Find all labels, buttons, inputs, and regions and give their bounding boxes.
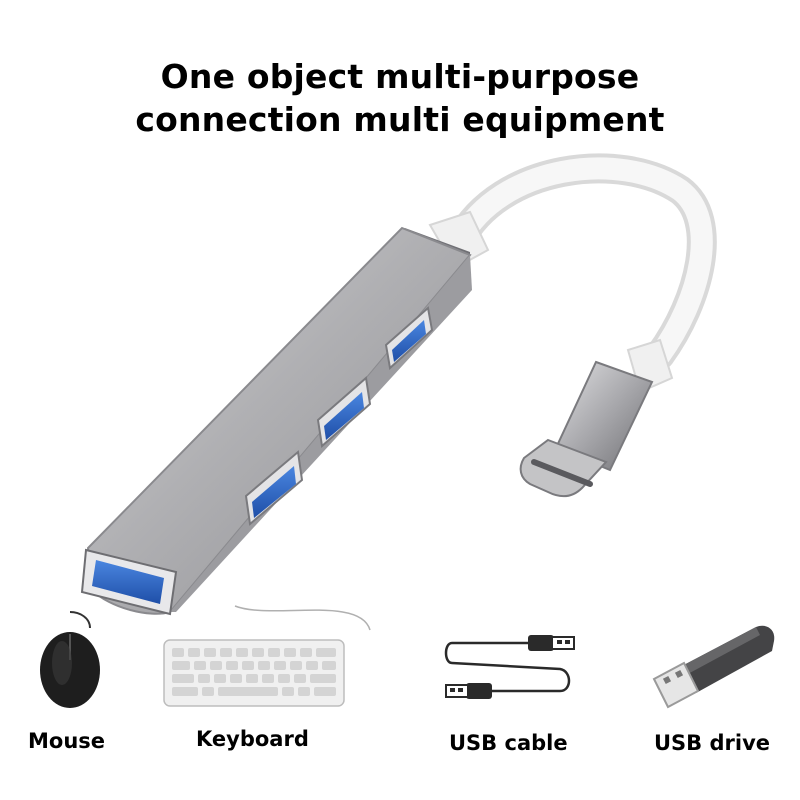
accessory-label-keyboard: Keyboard	[196, 727, 309, 751]
usb-port-2	[316, 376, 372, 448]
usb-c-plug	[519, 360, 654, 498]
usb-cable-icon	[444, 635, 575, 699]
accessory-usb-drive	[640, 615, 780, 715]
accessory-label-usb-drive: USB drive	[654, 731, 771, 755]
usb-port-4	[80, 548, 178, 616]
accessory-mouse	[30, 608, 110, 708]
mouse-icon	[40, 611, 100, 708]
usb-port-3	[244, 450, 304, 526]
usb-drive-icon	[652, 625, 775, 709]
usb-port-1	[384, 306, 434, 370]
accessory-label-usb-cable: USB cable	[449, 731, 568, 755]
keyboard-icon	[163, 605, 371, 707]
headline-line-2: connection multi equipment	[135, 100, 665, 139]
accessory-keyboard	[160, 600, 380, 710]
accessory-usb-cable	[440, 625, 590, 705]
accessory-label-mouse: Mouse	[28, 729, 106, 753]
headline-line-1: One object multi-purpose	[160, 57, 640, 96]
